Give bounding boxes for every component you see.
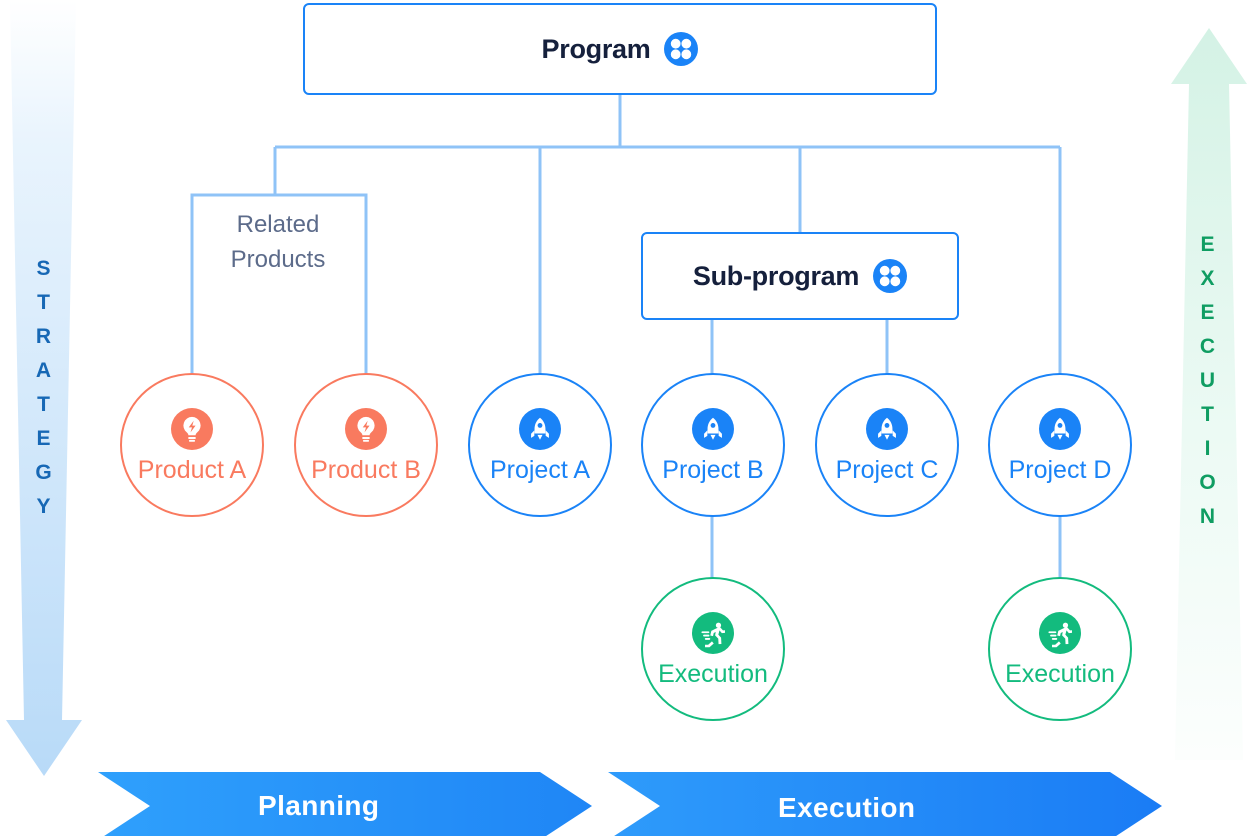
strategy-letter: T xyxy=(37,393,51,417)
phase-label-planning[interactable]: Planning xyxy=(258,790,380,821)
execution-rail-label: E X E C U T I O N xyxy=(1190,228,1226,534)
subprogram-node[interactable]: Sub-program xyxy=(641,232,959,320)
program-label: Program xyxy=(541,33,651,64)
strategy-letter: G xyxy=(35,461,53,485)
strategy-letter: T xyxy=(37,291,51,315)
phase-chevron-execution xyxy=(608,772,1162,836)
bracket-related-products xyxy=(190,193,368,374)
lightbulb-bolt-icon xyxy=(171,407,213,450)
rocket-icon xyxy=(519,407,561,450)
execution-letter: T xyxy=(1201,403,1215,427)
node-execution-b-label: Execution xyxy=(658,659,768,688)
execution-letter: O xyxy=(1199,471,1217,495)
strategy-letter: A xyxy=(35,359,53,383)
related-products-line-1: Related xyxy=(236,211,320,238)
related-products-label: Related Products xyxy=(178,208,378,278)
node-project-c-label: Project C xyxy=(835,455,939,484)
node-project-b-label: Project B xyxy=(662,455,764,484)
execution-letter: X xyxy=(1200,267,1216,291)
related-products-line-2: Products xyxy=(230,245,326,273)
subprogram-label: Sub-program xyxy=(692,260,860,291)
node-product-b[interactable]: Product B xyxy=(294,373,438,517)
rocket-icon xyxy=(866,407,908,450)
node-project-b[interactable]: Project B xyxy=(641,373,785,517)
node-project-d[interactable]: Project D xyxy=(988,373,1132,517)
strategy-letter: S xyxy=(36,257,52,280)
execution-letter: N xyxy=(1199,505,1217,529)
node-execution-b[interactable]: Execution xyxy=(641,577,785,721)
execution-letter: U xyxy=(1199,369,1217,393)
program-node[interactable]: Program xyxy=(303,3,937,95)
strategy-letter: R xyxy=(35,325,53,349)
runner-icon xyxy=(1039,611,1081,654)
lightbulb-bolt-icon xyxy=(345,407,387,450)
node-execution-d[interactable]: Execution xyxy=(988,577,1132,721)
rocket-icon xyxy=(692,407,734,450)
node-execution-d-label: Execution xyxy=(1005,659,1115,688)
runner-icon xyxy=(692,611,734,654)
strategy-letter: Y xyxy=(36,495,52,519)
tree-connectors xyxy=(190,94,1062,578)
node-product-a-label: Product A xyxy=(137,455,247,484)
grid-four-dots-icon xyxy=(664,32,699,66)
node-project-c[interactable]: Project C xyxy=(815,373,959,517)
phase-label-execution[interactable]: Execution xyxy=(778,792,916,823)
execution-arrow xyxy=(1171,28,1247,760)
node-product-b-label: Product B xyxy=(311,455,421,484)
grid-four-dots-icon xyxy=(873,259,908,293)
execution-letter: E xyxy=(1200,301,1216,325)
node-project-a-label: Project A xyxy=(489,455,591,484)
node-product-a[interactable]: Product A xyxy=(120,373,264,517)
execution-letter: E xyxy=(1200,233,1216,256)
phase-chevron-planning xyxy=(98,772,592,836)
node-project-d-label: Project D xyxy=(1008,455,1112,484)
strategy-rail-label: S T R A T E G Y xyxy=(26,252,62,524)
node-project-a[interactable]: Project A xyxy=(468,373,612,517)
phase-banner xyxy=(98,772,1162,836)
strategy-arrow xyxy=(6,0,82,776)
strategy-letter: E xyxy=(36,427,52,451)
execution-letter: I xyxy=(1204,437,1212,461)
rocket-icon xyxy=(1039,407,1081,450)
execution-letter: C xyxy=(1199,335,1217,359)
